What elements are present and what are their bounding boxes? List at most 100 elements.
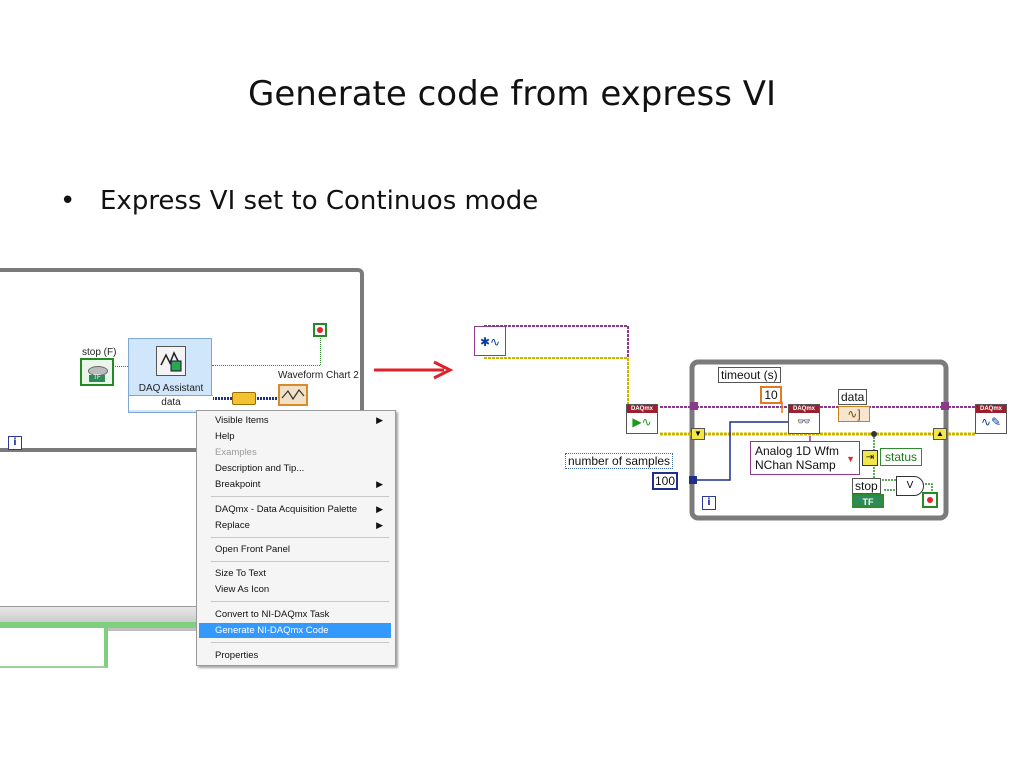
task-tunnel	[690, 402, 698, 410]
daqmx-header: DAQmx	[976, 405, 1006, 413]
slide-title: Generate code from express VI	[247, 74, 777, 114]
numeric-wire	[692, 421, 788, 481]
stop-control-right[interactable]: TF	[852, 494, 884, 508]
menu-item-convert-to-daqmx-task[interactable]: Convert to NI-DAQmx Task	[199, 607, 391, 622]
menu-item-label: Visible Items	[215, 415, 269, 426]
error-shift-register-left: ▼	[691, 428, 705, 440]
menu-item-size-to-text[interactable]: Size To Text	[199, 566, 391, 581]
convert-from-dynamic-data-node[interactable]	[232, 392, 256, 405]
menu-item-breakpoint[interactable]: Breakpoint ▶	[199, 477, 391, 492]
menu-item-label: View As Icon	[215, 584, 270, 595]
boolean-wire	[320, 338, 321, 365]
transition-arrow-icon	[374, 360, 454, 380]
waveform-chart-label: Waveform Chart 2	[278, 370, 359, 381]
loop-condition-terminal-right[interactable]	[922, 492, 938, 508]
data-indicator-label: data	[838, 389, 868, 405]
stop-control-label: stop (F)	[82, 347, 117, 358]
wire-junction	[871, 431, 877, 437]
boolean-wire	[112, 366, 128, 367]
while-loop-express: stop (F) TF DAQ Assistant data Waveform …	[0, 268, 364, 452]
daqmx-header: DAQmx	[789, 405, 819, 413]
bullet-marker: •	[60, 186, 76, 216]
task-tunnel	[941, 402, 949, 410]
daqmx-create-channel-node[interactable]: ✱∿	[474, 326, 506, 356]
waveform-chart-terminal[interactable]	[278, 384, 308, 406]
dynamic-data-wire	[212, 397, 232, 400]
stop-control[interactable]: TF	[80, 358, 114, 386]
menu-item-label: Examples	[215, 447, 257, 458]
menu-item-view-as-icon[interactable]: View As Icon	[199, 582, 391, 597]
menu-item-help[interactable]: Help	[199, 429, 391, 444]
daq-assistant-icon	[156, 346, 186, 376]
play-icon: ▶∿	[632, 415, 652, 429]
menu-item-daqmx-palette[interactable]: DAQmx - Data Acquisition Palette ▶	[199, 502, 391, 517]
menu-item-visible-items[interactable]: Visible Items ▶	[199, 413, 391, 428]
number-of-samples-constant[interactable]: 100	[652, 472, 678, 490]
background-window-border	[0, 622, 215, 628]
menu-item-label: Open Front Panel	[215, 544, 290, 555]
submenu-arrow-icon: ▶	[376, 479, 383, 489]
create-channel-icon: ✱∿	[479, 335, 501, 349]
menu-item-label: Size To Text	[215, 568, 266, 579]
menu-separator	[211, 496, 389, 497]
numeric-tunnel	[689, 476, 697, 484]
bullet-item: •Express VI set to Continuos mode	[60, 186, 538, 216]
daq-assistant-express-vi[interactable]: DAQ Assistant data	[128, 338, 213, 413]
daqmx-read-node[interactable]: DAQmx 👓	[788, 404, 820, 434]
context-menu: Visible Items ▶ Help Examples Descriptio…	[196, 410, 396, 666]
menu-item-label: Replace	[215, 520, 250, 531]
read-mode-line1: Analog 1D Wfm	[755, 444, 840, 458]
menu-item-open-front-panel[interactable]: Open Front Panel	[199, 542, 391, 557]
unbundle-status-node[interactable]: ⇥	[862, 450, 878, 466]
error-shift-register-right: ▲	[933, 428, 947, 440]
while-loop-frame	[689, 359, 949, 521]
loop-condition-terminal[interactable]	[313, 323, 327, 337]
error-wire	[484, 357, 629, 408]
read-mode-selector[interactable]: Analog 1D Wfm NChan NSamp ▼	[750, 441, 860, 475]
background-window	[0, 628, 108, 668]
boolean-wire	[922, 483, 933, 494]
submenu-arrow-icon: ▶	[376, 415, 383, 425]
number-of-samples-label: number of samples	[565, 453, 674, 469]
timeout-control-label: timeout (s)	[718, 367, 781, 383]
stop-if-true-icon	[927, 497, 933, 503]
submenu-arrow-icon: ▶	[376, 520, 383, 530]
stop-if-true-icon	[317, 327, 323, 333]
menu-item-label: Generate NI-DAQmx Code	[215, 625, 329, 636]
menu-separator	[211, 561, 389, 562]
menu-item-label: Convert to NI-DAQmx Task	[215, 609, 330, 620]
dynamic-data-wire	[254, 397, 278, 400]
glasses-icon: 👓	[797, 416, 811, 428]
daq-assistant-label: DAQ Assistant	[138, 383, 204, 394]
menu-separator	[211, 601, 389, 602]
menu-item-label: Breakpoint	[215, 479, 261, 490]
read-mode-line2: NChan NSamp	[755, 458, 836, 472]
menu-separator	[211, 537, 389, 538]
eraser-icon: ∿✎	[980, 415, 1002, 429]
menu-item-label: Description and Tip...	[215, 463, 305, 474]
menu-item-replace[interactable]: Replace ▶	[199, 518, 391, 533]
boolean-wire	[212, 365, 320, 366]
data-waveform-indicator[interactable]: ∿]	[838, 406, 870, 422]
daqmx-header: DAQmx	[627, 405, 657, 413]
daq-assistant-data-terminal[interactable]: data	[129, 395, 213, 410]
iteration-terminal: i	[8, 436, 22, 450]
stop-control-label-right: stop	[852, 478, 881, 494]
iteration-terminal-right: i	[702, 496, 716, 510]
menu-item-properties[interactable]: Properties	[199, 648, 391, 663]
menu-item-generate-daqmx-code[interactable]: Generate NI-DAQmx Code	[199, 623, 391, 638]
or-function-node[interactable]: V	[896, 476, 924, 496]
menu-item-label: Help	[215, 431, 235, 442]
timeout-constant[interactable]: 10	[760, 386, 782, 404]
menu-item-examples: Examples	[199, 445, 391, 460]
boolean-type-tag: TF	[89, 375, 105, 382]
status-indicator[interactable]: status	[880, 448, 923, 466]
menu-separator	[211, 642, 389, 643]
daqmx-start-task-node[interactable]: DAQmx ▶∿	[626, 404, 658, 434]
dropdown-arrow-icon: ▼	[846, 454, 855, 464]
daqmx-clear-task-node[interactable]: DAQmx ∿✎	[975, 404, 1007, 434]
menu-item-label: DAQmx - Data Acquisition Palette	[215, 504, 358, 515]
submenu-arrow-icon: ▶	[376, 504, 383, 514]
menu-item-label: Properties	[215, 650, 259, 661]
menu-item-description-and-tip[interactable]: Description and Tip...	[199, 461, 391, 476]
